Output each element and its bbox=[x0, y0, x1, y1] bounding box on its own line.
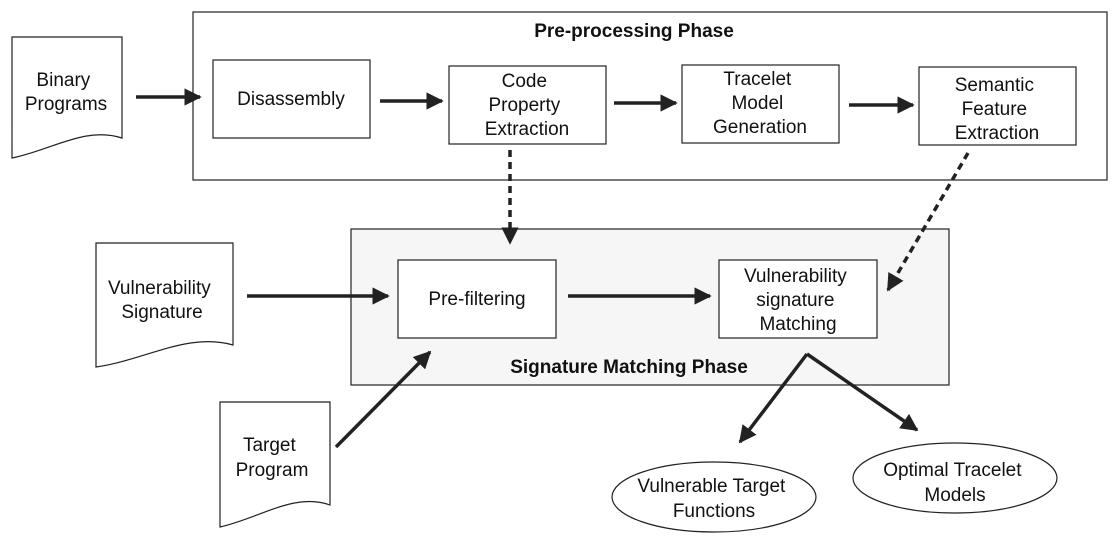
matching-phase-title: Signature Matching Phase bbox=[510, 357, 748, 378]
disassembly-box: Disassembly bbox=[212, 59, 371, 139]
vulnerable-functions-label: Vulnerable Target Functions bbox=[637, 476, 790, 522]
arrow-target-to-prefiltering bbox=[334, 350, 432, 449]
dashed-arrows bbox=[501, 150, 970, 292]
disassembly-label: Disassembly bbox=[237, 89, 345, 110]
binary-programs-label: Binary Programs bbox=[25, 70, 107, 115]
code-property-label: Code Property Extraction bbox=[485, 71, 569, 140]
target-program-doc: Target Program bbox=[219, 401, 331, 528]
tracelet-model-label: Tracelet Model Generation bbox=[713, 69, 807, 138]
binary-programs-doc: Binary Programs bbox=[11, 36, 123, 159]
tracelet-model-box: Tracelet Model Generation bbox=[681, 64, 840, 144]
code-property-box: Code Property Extraction bbox=[448, 65, 607, 145]
prefiltering-box: Pre-filtering bbox=[397, 259, 557, 339]
vulnerability-signature-doc: Vulnerability Signature bbox=[95, 242, 234, 368]
optimal-models-label: Optimal Tracelet Models bbox=[883, 460, 1027, 506]
target-program-label: Target Program bbox=[236, 435, 309, 481]
signature-matching-label: Vulnerability signature Matching bbox=[744, 266, 852, 335]
preprocessing-phase-title: Pre-processing Phase bbox=[534, 21, 734, 42]
signature-matching-box: Vulnerability signature Matching bbox=[718, 259, 878, 339]
vulnerability-signature-label: Vulnerability Signature bbox=[108, 278, 216, 323]
arrow-matching-to-vulnerable-functions bbox=[738, 352, 809, 444]
arrow-semantic-to-matching bbox=[886, 152, 970, 292]
semantic-feature-box: Semantic Feature Extraction bbox=[918, 66, 1077, 146]
arrow-matching-to-optimal-models bbox=[806, 352, 919, 432]
prefiltering-label: Pre-filtering bbox=[428, 289, 525, 310]
semantic-feature-label: Semantic Feature Extraction bbox=[955, 75, 1039, 144]
arrows bbox=[136, 88, 919, 449]
vulnerable-functions-ellipse: Vulnerable Target Functions bbox=[611, 461, 817, 533]
optimal-models-ellipse: Optimal Tracelet Models bbox=[852, 442, 1058, 514]
